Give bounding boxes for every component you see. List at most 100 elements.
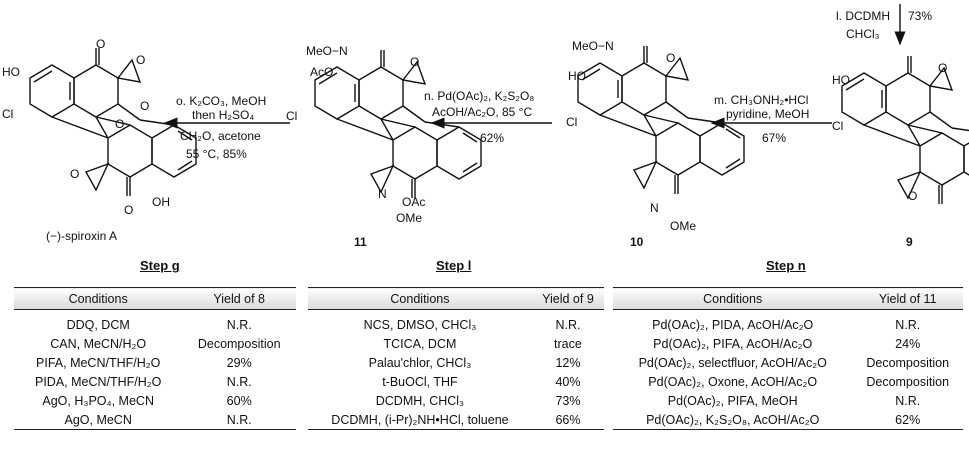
col-header-conditions: Conditions xyxy=(308,287,532,310)
atom-cl: Cl xyxy=(286,109,297,123)
atom-n: N xyxy=(378,187,387,201)
table-row: Pd(OAc)₂, selectfluor, AcOH/Ac₂O Decompos… xyxy=(613,353,963,372)
arrow-m-line1: m. CH₃ONH₂•HCl xyxy=(714,93,808,107)
cell-conditions: Palau'chlor, CHCl₃ xyxy=(368,355,472,370)
cell-conditions: CAN, MeCN/H₂O xyxy=(50,336,147,351)
cell-yield: N.R. xyxy=(226,374,252,389)
table-row: Pd(OAc)₂, PIFA, AcOH/Ac₂O 24% xyxy=(613,334,963,353)
atom-aco: AcO xyxy=(310,65,333,79)
cell-conditions: DCDMH, (i-Pr)₂NH•HCl, toluene xyxy=(308,410,532,430)
atom-oh: OH xyxy=(152,195,170,209)
col-header-conditions: Conditions xyxy=(613,287,853,310)
compound-11-structure xyxy=(314,49,482,199)
atom-o: O xyxy=(666,51,675,65)
atom-ho: HO xyxy=(832,73,850,87)
cell-yield: 29% xyxy=(226,355,252,370)
atom-n: N xyxy=(650,201,659,215)
arrow-m-line2: pyridine, MeOH xyxy=(726,107,809,121)
step-n-label: Step n xyxy=(766,258,806,273)
cell-yield: Decomposition xyxy=(866,374,950,389)
spiroxin-a-structure xyxy=(29,47,197,197)
arrow-n-line2: AcOH/Ac₂O, 85 °C xyxy=(432,105,532,119)
cell-conditions: PIFA, MeCN/THF/H₂O xyxy=(36,355,161,370)
compound-10-structure xyxy=(577,45,745,195)
atom-o: O xyxy=(410,55,419,69)
step-g-label: Step g xyxy=(140,258,180,273)
cell-yield: 60% xyxy=(226,393,252,408)
table-row: Pd(OAc)₂, Oxone, AcOH/Ac₂O Decomposition xyxy=(613,372,963,391)
atom-ome: OMe xyxy=(396,211,422,225)
col-header-yield: Yield of 11 xyxy=(852,287,963,310)
table-row: AgO, H₃PO₄, MeCN 60% xyxy=(14,391,296,410)
table-row: PIFA, MeCN/THF/H₂O 29% xyxy=(14,353,296,372)
cell-conditions: Pd(OAc)₂, Oxone, AcOH/Ac₂O xyxy=(648,374,818,389)
cell-conditions: Pd(OAc)₂, PIFA, AcOH/Ac₂O xyxy=(653,336,813,351)
step-l-label: Step l xyxy=(436,258,472,273)
arrow-l-yield: 73% xyxy=(908,9,932,23)
cell-yield: N.R. xyxy=(895,393,921,408)
arrow-m-line3: 67% xyxy=(762,131,786,145)
cell-yield: N.R. xyxy=(182,410,296,430)
cell-yield: 66% xyxy=(531,410,604,430)
atom-cl: Cl xyxy=(832,119,843,133)
atom-ho: HO xyxy=(2,65,20,79)
compound-label-11: 11 xyxy=(354,235,367,249)
compound-9-structure xyxy=(841,55,969,205)
atom-o: O xyxy=(70,167,79,181)
atom-o: O xyxy=(136,53,145,67)
table-row: Palau'chlor, CHCl₃ 12% xyxy=(308,353,604,372)
cell-conditions: DDQ, DCM xyxy=(66,317,130,332)
atom-o: O xyxy=(140,99,149,113)
cell-yield: trace xyxy=(554,336,582,351)
arrow-o-line4: 55 °C, 85% xyxy=(186,147,247,161)
arrow-n-line3: 62% xyxy=(480,131,504,145)
reaction-scheme: O O HO Cl O O O O OH (−)-spiroxin A o. K… xyxy=(2,4,969,249)
cell-conditions: PIDA, MeCN/THF/H₂O xyxy=(34,374,162,389)
cell-conditions: AgO, H₃PO₄, MeCN xyxy=(42,393,154,408)
arrow-l-line1: l. DCDMH xyxy=(836,9,890,23)
atom-o: O xyxy=(96,37,105,51)
table-row: DDQ, DCM N.R. xyxy=(14,310,296,335)
cell-conditions: DCDMH, CHCl₃ xyxy=(375,393,465,408)
atom-cl: Cl xyxy=(2,107,13,121)
col-header-conditions: Conditions xyxy=(14,287,183,310)
arrow-o-line2: then H₂SO₄ xyxy=(192,108,254,122)
table-step-g: Conditions Yield of 8 DDQ, DCM N.R. CAN, … xyxy=(14,287,296,430)
cell-conditions: AgO, MeCN xyxy=(14,410,183,430)
compound-label-9: 9 xyxy=(906,235,913,249)
cell-conditions: t-BuOCl, THF xyxy=(382,374,458,389)
col-header-yield: Yield of 9 xyxy=(531,287,604,310)
cell-yield: N.R. xyxy=(226,317,252,332)
cell-conditions: Pd(OAc)₂, K₂S₂O₈, AcOH/Ac₂O xyxy=(613,410,853,430)
table-row: CAN, MeCN/H₂O Decomposition xyxy=(14,334,296,353)
cell-yield: 73% xyxy=(555,393,581,408)
atom-oac: OAc xyxy=(402,195,425,209)
table-row: Pd(OAc)₂, PIDA, AcOH/Ac₂O N.R. xyxy=(613,310,963,335)
table-row: TCICA, DCM trace xyxy=(308,334,604,353)
cell-yield: Decomposition xyxy=(197,336,281,351)
atom-o: O xyxy=(115,117,124,131)
cell-yield: Decomposition xyxy=(866,355,950,370)
cell-conditions: Pd(OAc)₂, selectfluor, AcOH/Ac₂O xyxy=(638,355,827,370)
col-header-yield: Yield of 8 xyxy=(182,287,296,310)
cell-conditions: TCICA, DCM xyxy=(383,336,457,351)
cell-yield: 62% xyxy=(852,410,963,430)
cell-conditions: Pd(OAc)₂, PIDA, AcOH/Ac₂O xyxy=(652,317,814,332)
cell-conditions: NCS, DMSO, CHCl₃ xyxy=(363,317,477,332)
cell-yield: 24% xyxy=(895,336,921,351)
atom-o: O xyxy=(938,61,947,75)
atom-ho: HO xyxy=(568,69,586,83)
atom-cl: Cl xyxy=(566,115,577,129)
table-row: DCDMH, CHCl₃ 73% xyxy=(308,391,604,410)
cell-yield: 12% xyxy=(555,355,581,370)
cell-yield: N.R. xyxy=(895,317,921,332)
atom-o: O xyxy=(124,203,133,217)
atom-o: O xyxy=(908,189,917,203)
